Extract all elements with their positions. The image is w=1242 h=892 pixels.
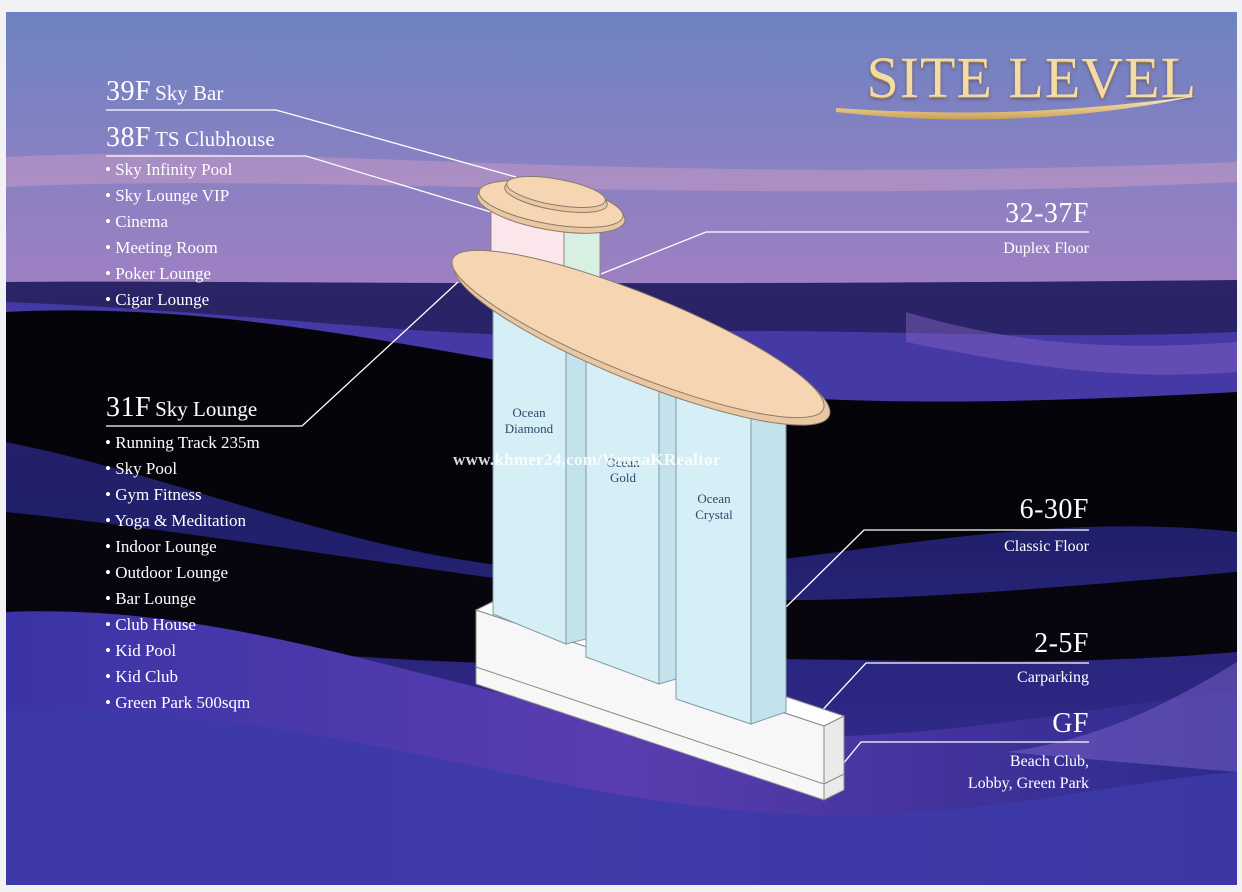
level-gf-number: GF bbox=[1052, 708, 1089, 739]
leader-2-5f bbox=[815, 662, 1089, 718]
list-item: • Sky Pool bbox=[105, 459, 178, 478]
list-item: • Sky Lounge VIP bbox=[105, 186, 230, 205]
level-32-37f-desc: Duplex Floor bbox=[1003, 240, 1089, 257]
floor-name: TS Clubhouse bbox=[155, 127, 275, 151]
desc-line: Lobby, Green Park bbox=[967, 775, 1089, 792]
level-31f: 31F Sky Lounge bbox=[106, 392, 257, 424]
list-item: • Outdoor Lounge bbox=[105, 563, 229, 582]
list-item: • Kid Club bbox=[105, 667, 179, 686]
leader-31f bbox=[106, 281, 459, 427]
list-item: • Running Track 235m bbox=[105, 433, 260, 452]
list-item: • Indoor Lounge bbox=[105, 537, 217, 556]
watermark-text: www.khmer24.com/VannaKRealtor bbox=[453, 450, 721, 469]
list-item: • Sky Infinity Pool bbox=[105, 160, 233, 179]
list-item: • Poker Lounge bbox=[105, 264, 212, 283]
list-item: • Cinema bbox=[105, 212, 169, 231]
tower-ocean-crystal bbox=[675, 366, 752, 725]
list-item: • Club House bbox=[105, 615, 196, 634]
floor-name: Sky Lounge bbox=[155, 397, 258, 421]
tower-label-crystal-2: Crystal bbox=[695, 507, 733, 522]
floor-number: 38F bbox=[106, 122, 152, 153]
tower-label-diamond-1: Ocean bbox=[512, 405, 546, 420]
list-item: • Yoga & Meditation bbox=[105, 511, 247, 530]
sky-deck bbox=[451, 249, 831, 426]
level-39f: 39F Sky Bar bbox=[106, 76, 223, 108]
level-gf-desc: Beach Club, Lobby, Green Park bbox=[968, 751, 1089, 795]
tower-label-diamond-2: Diamond bbox=[505, 421, 554, 436]
floor-number: 31F bbox=[106, 392, 152, 423]
level-32-37f-number: 32-37F bbox=[1005, 198, 1089, 229]
floor-name: Sky Bar bbox=[155, 81, 224, 105]
site-level-poster: Ocean Diamond Ocean Gold Ocean Crystal S… bbox=[6, 12, 1237, 885]
level-6-30f-desc: Classic Floor bbox=[1004, 538, 1089, 555]
building-diagram: Ocean Diamond Ocean Gold Ocean Crystal bbox=[451, 176, 846, 801]
leader-39f bbox=[106, 109, 517, 178]
tower-label-gold-2: Gold bbox=[610, 470, 637, 485]
leader-38f bbox=[106, 155, 492, 213]
list-item: • Cigar Lounge bbox=[105, 290, 210, 309]
tower-label-crystal-1: Ocean bbox=[697, 491, 731, 506]
amenity-list-31f: • Running Track 235m • Sky Pool • Gym Fi… bbox=[105, 430, 260, 716]
level-2-5f-number: 2-5F bbox=[1034, 628, 1089, 659]
site-level-title: SITE LEVEL bbox=[866, 45, 1197, 110]
desc-line: Beach Club, bbox=[1009, 753, 1089, 770]
leader-32-37f bbox=[600, 231, 1089, 275]
list-item: • Green Park 500sqm bbox=[105, 693, 251, 712]
level-6-30f-number: 6-30F bbox=[1019, 494, 1089, 525]
list-item: • Kid Pool bbox=[105, 641, 177, 660]
list-item: • Gym Fitness bbox=[105, 485, 202, 504]
amenity-list-38f: • Sky Infinity Pool • Sky Lounge VIP • C… bbox=[105, 157, 232, 313]
tower-label-gold-1: Ocean bbox=[606, 455, 640, 470]
floor-number: 39F bbox=[106, 76, 152, 107]
level-38f: 38F TS Clubhouse bbox=[106, 122, 275, 154]
level-2-5f-desc: Carparking bbox=[1017, 669, 1089, 686]
list-item: • Bar Lounge bbox=[105, 589, 196, 608]
leader-6-30f bbox=[785, 529, 1089, 608]
list-item: • Meeting Room bbox=[105, 238, 218, 257]
top-discs bbox=[476, 176, 626, 234]
